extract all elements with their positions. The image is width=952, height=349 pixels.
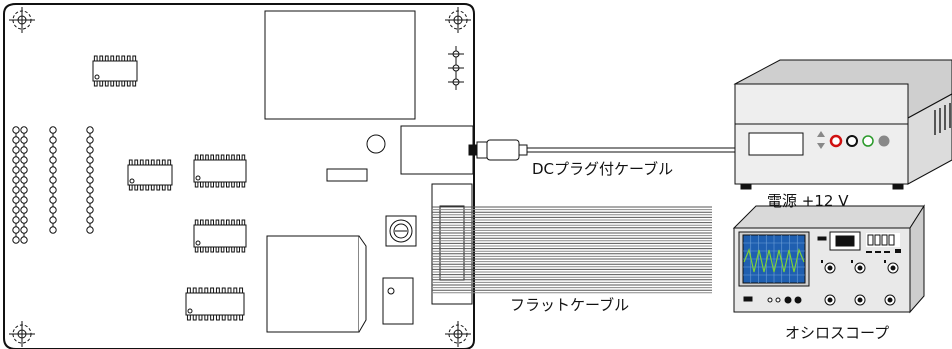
resistor-block <box>326 168 368 182</box>
ic-chip-icon <box>92 55 138 87</box>
module-block <box>264 10 416 120</box>
flat-cable-icon <box>432 206 712 294</box>
pin-header-icon <box>448 46 464 90</box>
small-module <box>382 277 414 325</box>
ic-chip-icon <box>127 159 173 191</box>
large-chip <box>266 235 360 333</box>
large-chip-side <box>358 235 367 333</box>
ic-chip-icon <box>193 219 247 253</box>
dc-cable-label: DCプラグ付ケーブル <box>532 160 674 178</box>
ic-chip-icon <box>193 154 247 188</box>
mounting-hole-icon <box>9 321 35 347</box>
potentiometer-icon <box>385 215 417 247</box>
flat-cable-label: フラットケーブル <box>510 296 630 314</box>
mounting-hole-icon <box>9 7 35 33</box>
oscilloscope-label: オシロスコープ <box>785 324 890 342</box>
ic-chips <box>92 55 247 321</box>
connector-block <box>400 125 474 175</box>
flat-cable-connector <box>431 183 473 305</box>
crystal <box>366 134 386 154</box>
mounting-hole-icon <box>445 7 471 33</box>
pin-column <box>12 126 94 244</box>
power-supply-label: 電源 +12 V <box>767 192 849 210</box>
dc-plug-icon <box>468 139 740 161</box>
power-supply-icon <box>733 59 952 190</box>
mounting-hole-icon <box>445 321 471 347</box>
ic-chip-icon <box>185 287 245 321</box>
oscilloscope-icon <box>732 204 925 314</box>
